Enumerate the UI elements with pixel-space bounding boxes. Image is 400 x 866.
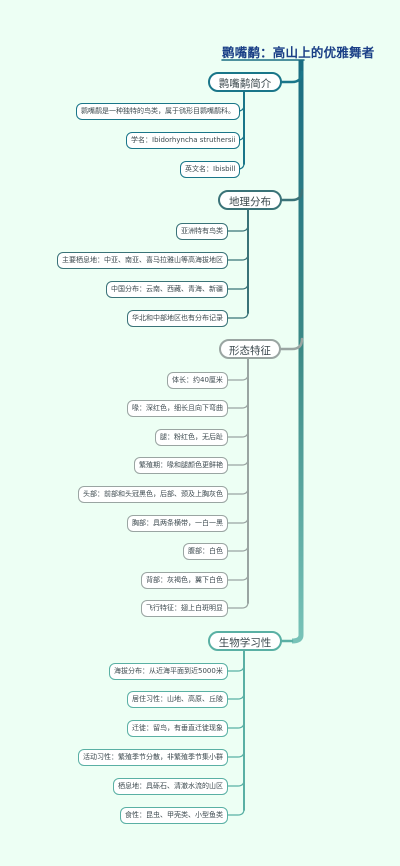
connector-line	[227, 692, 245, 700]
leaf-node: 中国分布：云南、西藏、青海、新疆	[106, 280, 228, 298]
leaf-node: 华北和中部地区也有分布记录	[127, 309, 228, 327]
connector-line	[227, 401, 249, 409]
connector-line	[227, 750, 245, 758]
connector-line	[227, 253, 249, 261]
connector-line	[227, 311, 249, 319]
connector-line	[227, 224, 249, 232]
connector-line	[227, 487, 249, 495]
connector-line	[227, 373, 249, 381]
connector-line	[227, 544, 249, 552]
leaf-node: 英文名：Ibisbill	[180, 160, 241, 178]
leaf-node: 迁徙：留鸟，有垂直迁徙现象	[127, 719, 228, 737]
leaf-node: 栖息地：具砾石、清澈水流的山区	[113, 777, 228, 795]
leaf-node: 居住习性：山地、高原、丘陵	[127, 690, 228, 708]
connector-line	[227, 430, 249, 438]
leaf-node: 胸部：具两条横带，一白一黑	[127, 514, 228, 532]
connector-line	[279, 337, 304, 351]
leaf-node: 喙：深红色，细长且向下弯曲	[127, 399, 228, 417]
leaf-node: 背部：灰褐色，翼下白色	[141, 571, 228, 589]
connector-line	[227, 664, 245, 672]
connector-line	[227, 808, 245, 816]
leaf-node: 学名：Ibidorhyncha struthersii	[126, 131, 241, 149]
leaf-node: 腹部：白色	[183, 542, 228, 560]
connector-line	[280, 70, 304, 84]
leaf-node: 体长：约40厘米	[167, 371, 228, 389]
connector-line	[227, 573, 249, 581]
connector-line	[280, 188, 304, 202]
connector-line	[227, 779, 245, 787]
leaf-node: 活动习性：繁殖季节分散，非繁殖季节集小群	[78, 748, 228, 766]
connector-line	[227, 721, 245, 729]
leaf-node: 繁殖期：喙和腿颜色更鲜艳	[134, 456, 228, 474]
leaf-node: 亚洲特有鸟类	[176, 222, 228, 240]
connector-line	[227, 458, 249, 466]
connector-line	[227, 601, 249, 609]
main-trunk-line	[291, 60, 304, 644]
leaf-node: 主要栖息地：中亚、南亚、喜马拉雅山等高海拔地区	[57, 251, 228, 269]
connector-line	[227, 516, 249, 524]
mindmap-title: 鹮嘴鹬：高山上的优雅舞者	[222, 45, 375, 60]
branch-node: 形态特征	[219, 339, 281, 359]
leaf-node: 腿：粉红色，无后趾	[155, 428, 228, 446]
connector-line	[227, 282, 249, 290]
branch-node: 鹮嘴鹬简介	[208, 72, 282, 92]
leaf-node: 鹮嘴鹬是一种独特的鸟类，属于鸻形目鹮嘴鹬科。	[76, 102, 240, 120]
branch-node: 生物学习性	[208, 631, 282, 651]
branch-node: 地理分布	[218, 190, 282, 210]
leaf-node: 海拔分布：从近海平面到近5000米	[109, 662, 228, 680]
leaf-node: 飞行特征：翅上白斑明显	[141, 599, 228, 617]
leaf-node: 头部：前部和头冠黑色，后部、颈及上胸灰色	[78, 485, 228, 503]
leaf-node: 食性：昆虫、甲壳类、小型鱼类	[120, 806, 228, 824]
